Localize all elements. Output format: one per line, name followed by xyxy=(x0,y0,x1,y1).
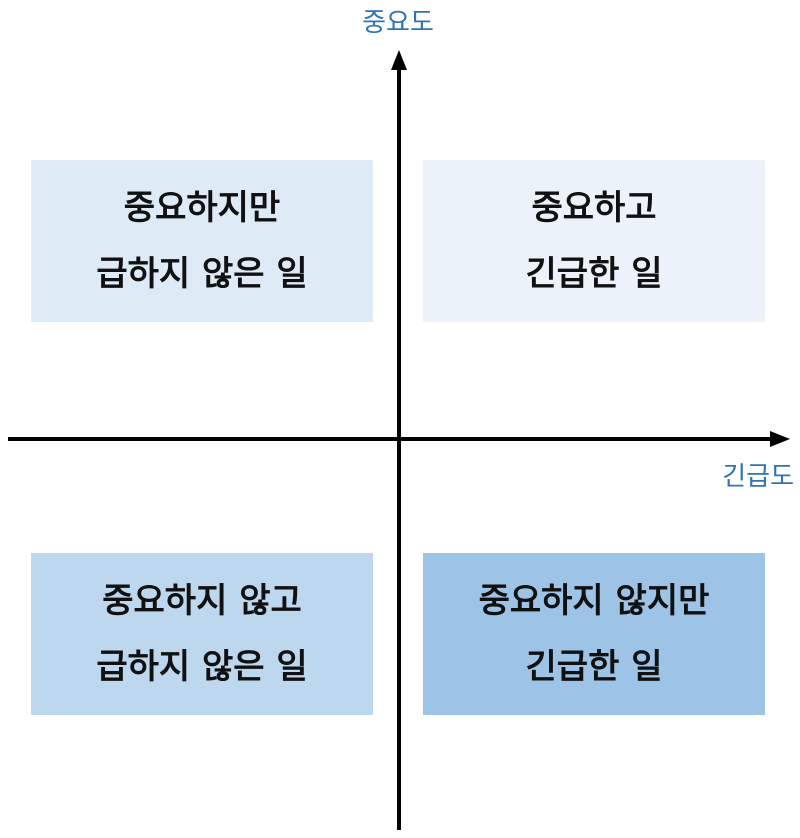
quadrant-line-1: 중요하고 xyxy=(531,188,657,228)
quadrant-important-not-urgent: 중요하지만 급하지 않은 일 xyxy=(31,160,373,322)
quadrant-important-urgent: 중요하고 긴급한 일 xyxy=(423,160,765,322)
quadrant-line-2: 긴급한 일 xyxy=(525,647,663,687)
y-axis-label: 중요도 xyxy=(362,8,434,38)
quadrant-line-1: 중요하지 않지만 xyxy=(478,581,710,621)
y-axis-arrowhead xyxy=(391,50,407,70)
x-axis-label: 긴급도 xyxy=(722,462,794,492)
quadrant-line-2: 급하지 않은 일 xyxy=(96,254,308,294)
quadrant-not-important-not-urgent: 중요하지 않고 급하지 않은 일 xyxy=(31,553,373,715)
quadrant-line-1: 중요하지 않고 xyxy=(102,581,302,621)
x-axis-arrowhead xyxy=(770,431,790,447)
quadrant-not-important-urgent: 중요하지 않지만 긴급한 일 xyxy=(423,553,765,715)
quadrant-line-2: 긴급한 일 xyxy=(525,254,663,294)
quadrant-line-2: 급하지 않은 일 xyxy=(96,647,308,687)
quadrant-line-1: 중요하지만 xyxy=(123,188,281,228)
